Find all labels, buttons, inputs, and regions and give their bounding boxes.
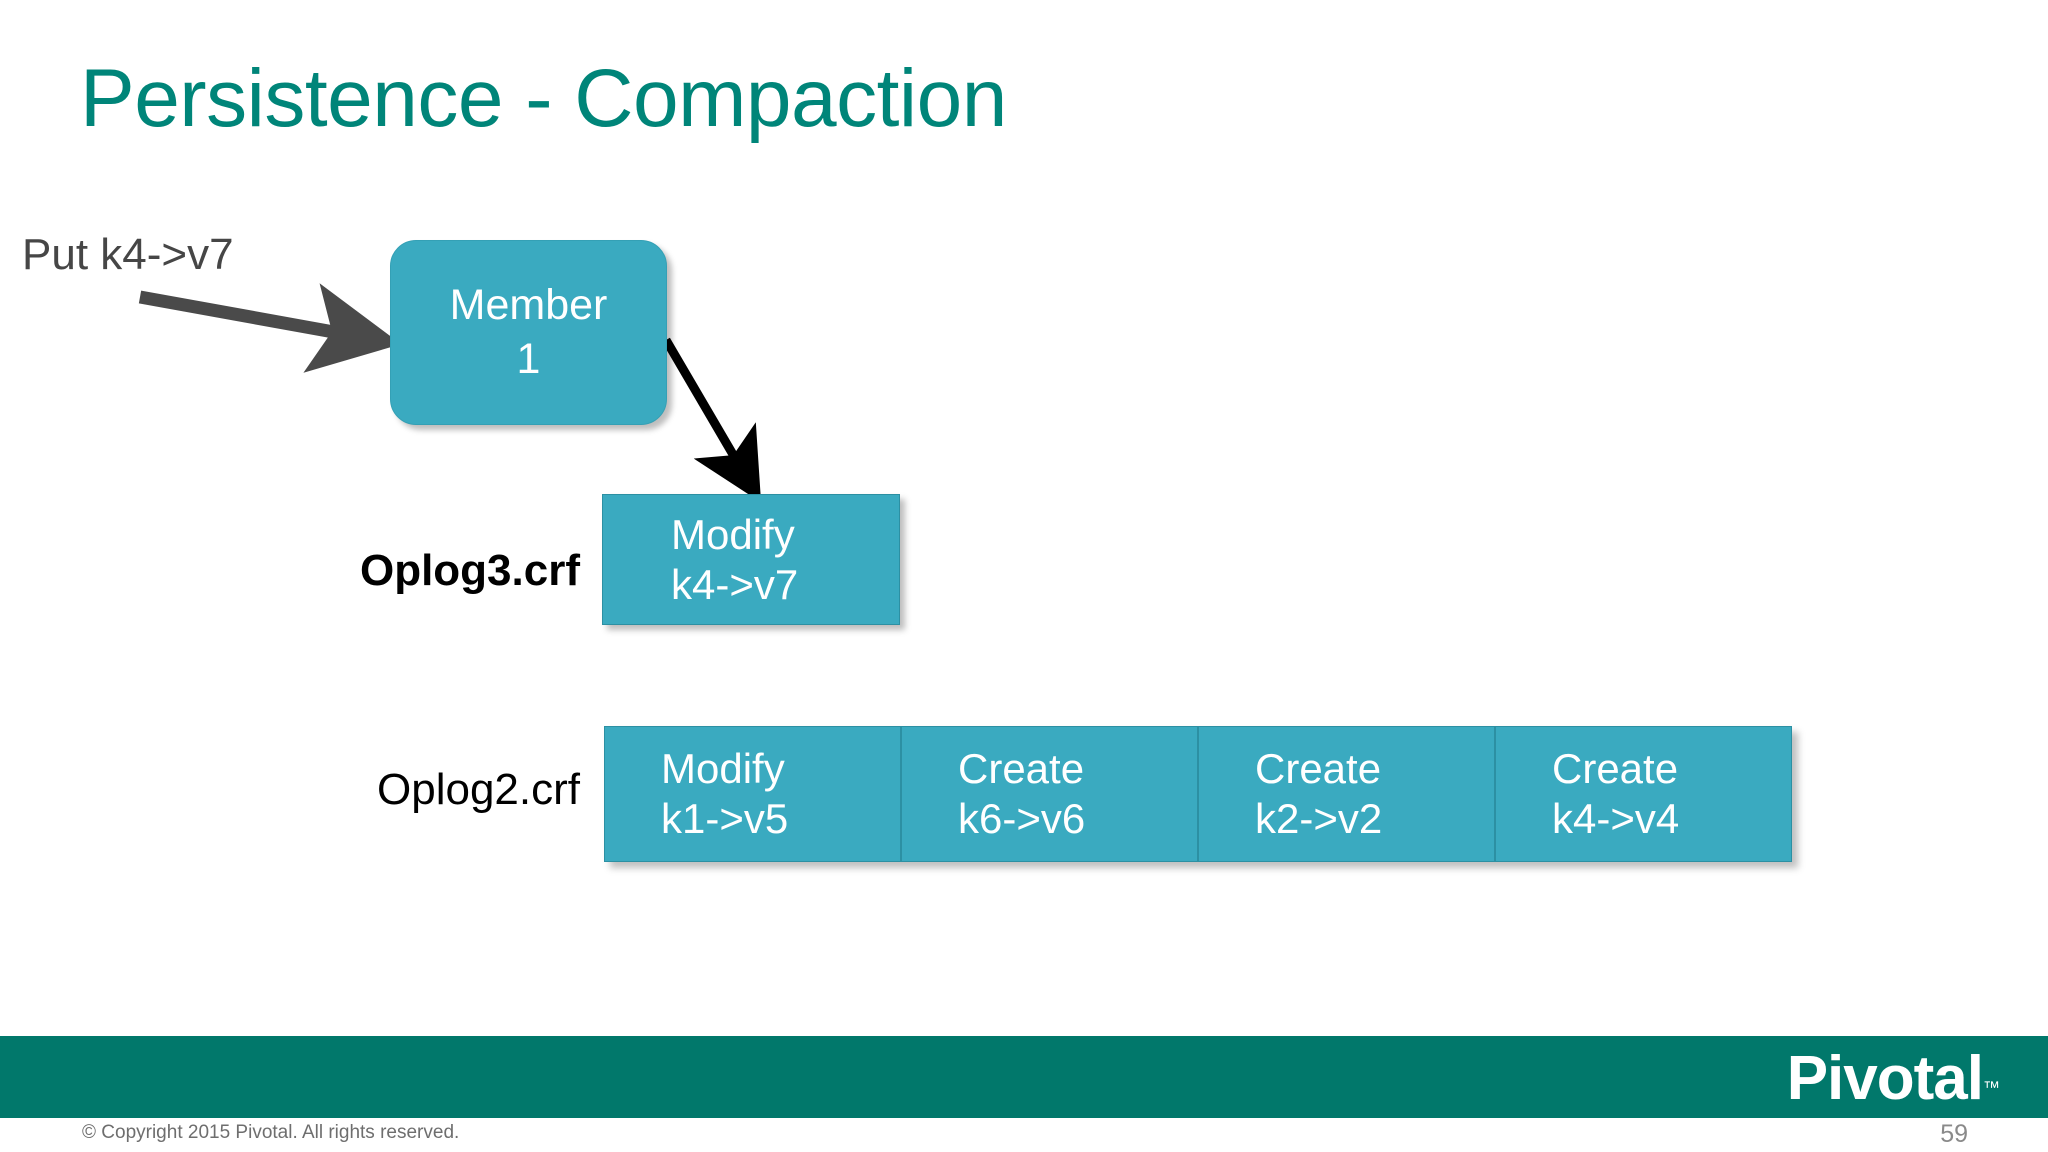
oplog3-label: Oplog3.crf [359,546,580,595]
member-node-line1: Member [449,280,608,329]
record-mapping: k2->v2 [1255,795,1383,842]
pivotal-logo-text: Pivotal [1786,1044,1984,1113]
record-operation: Create [1552,744,1679,792]
record-mapping: k4->v7 [671,560,799,608]
arrow-member-to-oplog3 [662,337,762,503]
oplog2-record-0: Modify k1->v5 [604,726,901,862]
oplog2-record-row: Modify k1->v5 Create k6->v6 Create k2->v… [604,726,1792,862]
oplog2-record-2: Create k2->v2 [1198,726,1495,862]
record-mapping: k1->v5 [661,795,789,842]
page-number: 59 [1940,1120,1968,1148]
record-mapping: k4->v4 [1552,795,1680,842]
member-node: Member 1 [390,240,667,425]
record-operation: Modify [671,510,795,558]
record-operation: Create [1255,744,1382,792]
oplog3-record-0: Modify k4->v7 [602,494,900,625]
oplog2-record-3: Create k4->v4 [1495,726,1792,862]
footer-band [0,1036,2048,1118]
record-mapping: k6->v6 [958,795,1086,842]
page-title: Persistence - Compaction [80,53,1007,144]
arrow-put-to-member [138,283,402,373]
oplog2-record-1: Create k6->v6 [901,726,1198,862]
member-node-line2: 1 [516,334,541,383]
pivotal-logo: Pivotal™ [1787,1043,2000,1114]
record-operation: Modify [661,744,785,792]
record-operation: Create [958,744,1085,792]
trademark-icon: ™ [1983,1078,2000,1097]
incoming-operation-label: Put k4->v7 [22,230,234,279]
copyright-text: © Copyright 2015 Pivotal. All rights res… [82,1122,460,1143]
oplog2-label: Oplog2.crf [377,765,580,814]
